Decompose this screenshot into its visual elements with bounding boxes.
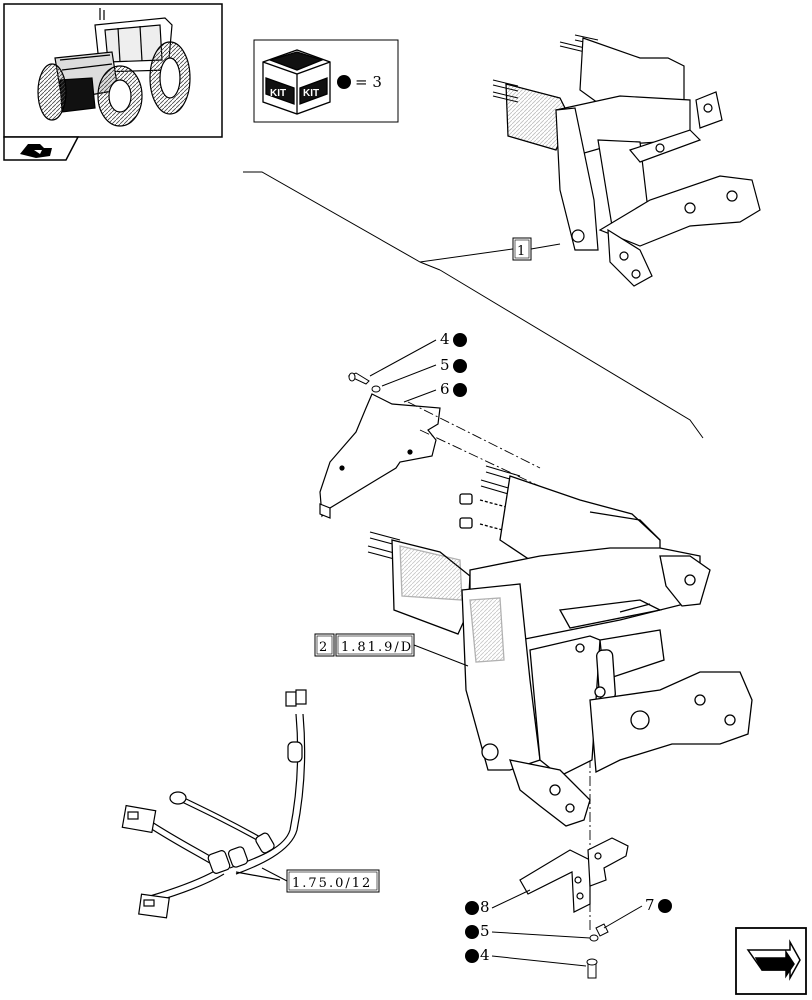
washer-part-5-bottom: [589, 934, 599, 942]
wiring-harness: [121, 689, 307, 919]
kit-dot-icon: [658, 899, 672, 913]
callout-7: 7: [645, 896, 655, 914]
kit-legend: KIT KIT = 3: [253, 39, 399, 123]
callout-4-bottom: 4: [480, 946, 490, 964]
callout-5-bottom: 5: [480, 922, 490, 940]
guard-plate-part-6: [319, 393, 441, 519]
kit-dot-icon: [453, 383, 467, 397]
kit-equals-text: = 3: [355, 73, 382, 91]
screw-part-7: [595, 923, 609, 937]
alignment-lines: [407, 401, 591, 930]
section-tab[interactable]: [3, 136, 80, 161]
kit-dot-icon: [337, 75, 351, 89]
washer-part-5-top: [371, 385, 381, 393]
hitch-assembly-main: [367, 465, 753, 827]
next-page-arrow-icon: [746, 939, 801, 981]
kit-dot-icon: [453, 359, 467, 373]
next-page-button[interactable]: [735, 927, 807, 995]
kit-dot-icon: [465, 949, 479, 963]
callout-group-top: 4 5 6: [369, 330, 467, 403]
section-arrow-icon: [20, 144, 52, 158]
kit-dot-icon: [453, 333, 467, 347]
bracket-part-8: [519, 837, 629, 913]
kit-box-icon: [262, 49, 331, 115]
kit-label-left: KIT: [270, 88, 286, 99]
assembly-reference-box[interactable]: 1: [512, 237, 561, 261]
callout-group-bottom: 8 7 5 4: [465, 889, 672, 967]
assembly-leader-lines: [243, 171, 704, 439]
frame-ref-code: 1.81.9/D: [341, 640, 413, 655]
kit-dot-icon: [465, 925, 479, 939]
tractor-thumbnail: [3, 3, 223, 138]
callout-6: 6: [440, 380, 450, 398]
harness-ref-code: 1.75.0/12: [292, 876, 372, 891]
bolt-part-4-bottom: [586, 958, 598, 979]
kit-dot-icon: [465, 901, 479, 915]
frame-ref-number: 2: [319, 640, 329, 655]
tractor-front-hitch-thumbnail-icon: [37, 8, 191, 127]
callout-5-top: 5: [440, 356, 450, 374]
callout-8: 8: [480, 898, 490, 916]
hitch-assembly-top: [492, 34, 761, 287]
harness-reference-box[interactable]: 1.75.0/12: [261, 867, 380, 893]
callout-4-top: 4: [440, 330, 450, 348]
assembly-ref-label: 1: [517, 244, 527, 259]
bolt-part-4-top: [347, 372, 370, 385]
kit-label-right: KIT: [303, 88, 319, 99]
frame-reference-box[interactable]: 2 1.81.9/D: [314, 633, 469, 667]
